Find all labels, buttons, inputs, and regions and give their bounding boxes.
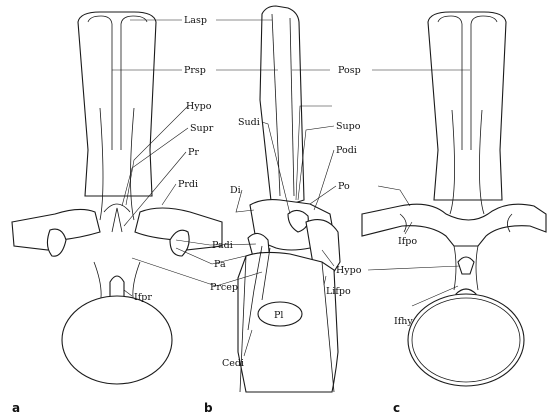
label-lasp: Lasp (184, 15, 207, 26)
label-pl: Pl (274, 310, 283, 321)
vertebra-lateral-view (238, 6, 340, 392)
label-supo: Supo (336, 121, 361, 132)
panel-letter-b: b (204, 401, 213, 415)
label-podi: Podi (336, 145, 357, 156)
label-ifpo: Ifpo (398, 236, 417, 247)
label-cedi: Cedi (222, 358, 244, 369)
label-lifpo: Lifpo (326, 286, 351, 297)
label-po: Po (338, 181, 350, 192)
label-ifpr: Ifpr (134, 292, 152, 303)
label-hypo-lower: Hypo (336, 265, 362, 276)
panel-letters: a b c (12, 401, 400, 415)
label-pr: Pr (188, 147, 199, 158)
panel-letter-c: c (393, 401, 400, 415)
label-prsp: Prsp (184, 65, 206, 76)
label-supr: Supr (190, 123, 214, 134)
panel-letter-a: a (12, 401, 20, 415)
label-sudi: Sudi (238, 117, 260, 128)
label-hypo-upper: Hypo (186, 101, 212, 112)
label-posp: Posp (338, 65, 361, 76)
label-ifhy: Ifhy (394, 316, 413, 327)
label-padi: Padi (212, 240, 233, 251)
label-pa: Pa (214, 259, 226, 270)
label-prcep: Prcep (210, 282, 238, 293)
label-di: Di (230, 185, 241, 196)
vertebra-posterior-view (362, 12, 546, 386)
label-prdi: Prdi (178, 179, 198, 190)
